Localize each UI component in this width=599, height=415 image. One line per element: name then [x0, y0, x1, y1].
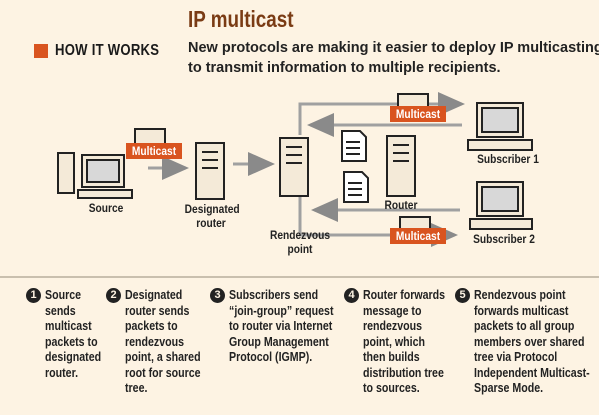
packet-icon: [134, 128, 166, 146]
step-number-badge: 1: [26, 288, 41, 303]
router-icon: [386, 135, 416, 197]
multicast-tag-sub1: [390, 106, 446, 122]
step-text: Rendezvous point forwards multicast pack…: [474, 288, 590, 395]
step-number-badge: 3: [210, 288, 225, 303]
label-subscriber-1: Subscriber 1: [477, 152, 539, 166]
source-computer-icon: [57, 152, 133, 199]
label-rendezvous-point: Rendezvous point: [269, 228, 331, 256]
multicast-tag-sub2: [390, 228, 446, 244]
multicast-tag-sub1-text: Multicast: [395, 107, 441, 121]
multicast-tag-sub2-text: Multicast: [395, 229, 441, 243]
page-subtitle: New protocols are making it easier to de…: [188, 40, 599, 76]
section-label: HOW IT WORKS: [55, 42, 160, 59]
how-it-works-label: HOW IT WORKS: [34, 42, 182, 60]
label-router: Router: [384, 198, 418, 212]
subscriber-2-computer-icon: [469, 181, 533, 230]
steps-panel: 1 Source sends multicast packets to desi…: [0, 276, 599, 414]
document-icon-2: [343, 171, 369, 203]
step-text: Source sends multicast packets to design…: [45, 288, 102, 380]
page-title: IP multicast: [188, 6, 294, 32]
designated-router-icon: [195, 142, 225, 200]
label-subscriber-2: Subscriber 2: [473, 232, 535, 246]
step-text: Designated router sends packets to rende…: [125, 288, 201, 395]
step-text: Router forwards message to rendezvous po…: [363, 288, 446, 395]
accent-square-icon: [34, 44, 48, 58]
subscriber-1-computer-icon: [467, 102, 533, 151]
network-diagram: [57, 92, 533, 247]
multicast-tag-source-text: Multicast: [131, 144, 177, 158]
packet-icon-sub1: [397, 93, 429, 109]
step-text: Subscribers send “join-group” request to…: [229, 288, 334, 364]
step-number-badge: 4: [344, 288, 359, 303]
label-designated-router: Designated router: [184, 202, 240, 230]
step-number-badge: 2: [106, 288, 121, 303]
rendezvous-point-icon: [279, 137, 309, 197]
step-number-badge: 5: [455, 288, 470, 303]
multicast-tag-source: [126, 143, 182, 159]
document-icon: [341, 130, 367, 162]
label-source: Source: [88, 201, 124, 215]
